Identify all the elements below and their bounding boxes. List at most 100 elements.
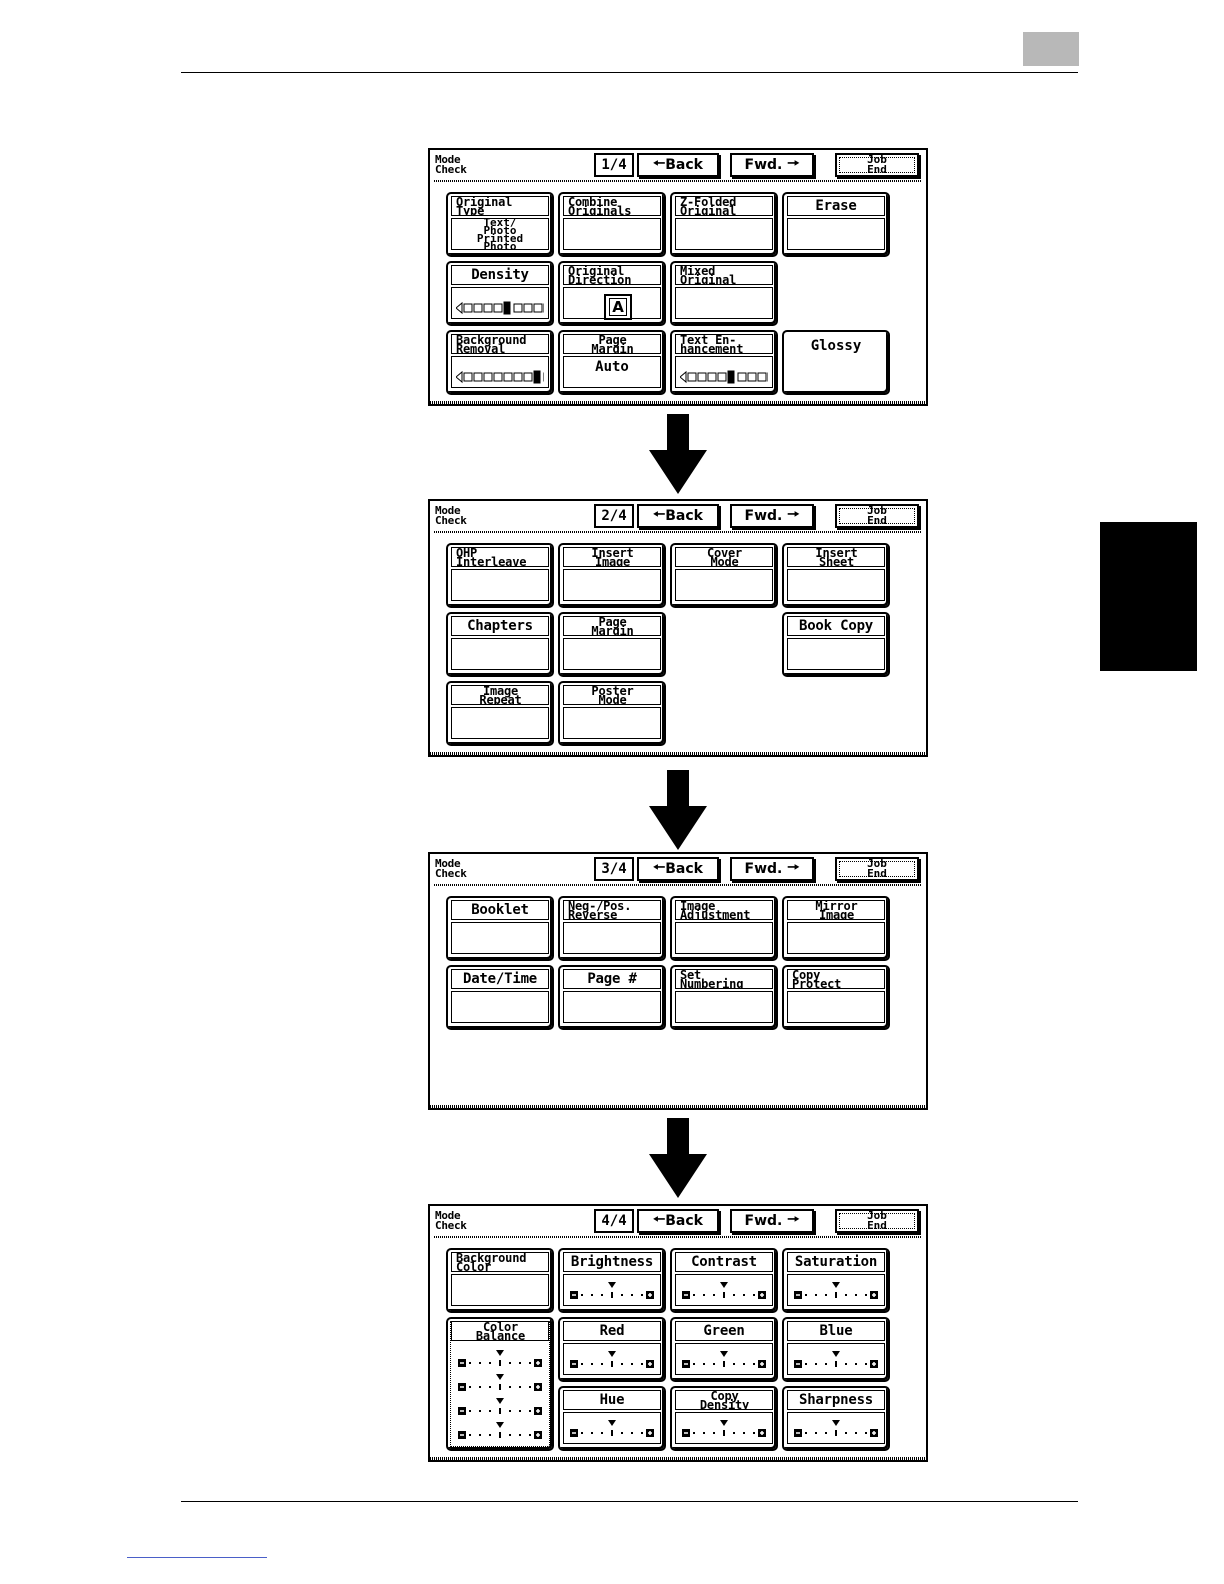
forward-button[interactable]: Fwd. 🠖 <box>730 857 814 881</box>
tile-saturation[interactable]: Saturation <box>782 1248 890 1313</box>
tile-label: Contrast <box>675 1252 773 1272</box>
tile-label: Chapters <box>451 616 549 636</box>
tile-brightness[interactable]: Brightness <box>558 1248 666 1313</box>
tile-value-box <box>787 218 885 250</box>
tile-label: Insert Sheet <box>787 547 885 567</box>
tile-text-enhancement[interactable]: Text En- hancement <box>670 330 778 395</box>
tile-label: Hue <box>563 1390 661 1410</box>
tile-value-box <box>675 569 773 601</box>
tile-mixed-original[interactable]: Mixed Original <box>670 261 778 326</box>
bottom-rule <box>181 1501 1078 1502</box>
tile-label: Color Balance <box>451 1321 549 1341</box>
forward-button[interactable]: Fwd. 🠖 <box>730 153 814 177</box>
screen-title: Mode Check <box>435 153 467 176</box>
tile-label: Insert Image <box>563 547 661 567</box>
tile-booklet[interactable]: Booklet <box>446 896 554 961</box>
tile-value-box <box>563 922 661 954</box>
tile-blue[interactable]: Blue <box>782 1317 890 1382</box>
tile-image-repeat[interactable]: Image Repeat <box>446 681 554 746</box>
tile-value-box <box>787 1274 885 1306</box>
tile-label: Combine Originals <box>563 196 661 216</box>
tile-value-box <box>675 1274 773 1306</box>
tile-combine-originals[interactable]: Combine Originals <box>558 192 666 257</box>
tile-set-numbering[interactable]: Set Numbering <box>670 965 778 1030</box>
header-divider <box>434 180 922 182</box>
tile-original-direction[interactable]: Original Direction A <box>558 261 666 326</box>
page-indicator: 1/4 <box>594 153 634 177</box>
tile-red[interactable]: Red <box>558 1317 666 1382</box>
tile-value-box <box>451 707 549 739</box>
tile-label: Background Color <box>451 1252 549 1272</box>
tile-label: Neg-/Pos. Reverse <box>563 900 661 920</box>
tile-copy-density[interactable]: Copy Density <box>670 1386 778 1451</box>
job-end-button[interactable]: Job End <box>835 857 919 881</box>
tile-book-copy[interactable]: Book Copy <box>782 612 890 677</box>
tile-value-box <box>675 1343 773 1375</box>
tile-color-balance[interactable]: Color Balance <box>446 1317 554 1451</box>
tile-value-box: Auto <box>563 356 661 388</box>
tile-label: Cover Mode <box>675 547 773 567</box>
tile-green[interactable]: Green <box>670 1317 778 1382</box>
tile-ohp-interleave[interactable]: OHP Interleave <box>446 543 554 608</box>
forward-button[interactable]: Fwd. 🠖 <box>730 1209 814 1233</box>
tile-label: Page Margin <box>563 334 661 354</box>
forward-button[interactable]: Fwd. 🠖 <box>730 504 814 528</box>
tile-label: OHP Interleave <box>451 547 549 567</box>
tile-label: Background Removal <box>451 334 549 354</box>
tile-background-color[interactable]: Background Color <box>446 1248 554 1313</box>
tile-glossy[interactable]: Glossy <box>782 330 890 395</box>
tile-insert-image[interactable]: Insert Image <box>558 543 666 608</box>
page-indicator: 2/4 <box>594 504 634 528</box>
tile-label: Date/Time <box>451 969 549 989</box>
tile-value-box <box>675 1412 773 1444</box>
screen-title: Mode Check <box>435 504 467 527</box>
back-button[interactable]: 🠔Back <box>637 1209 719 1233</box>
tile-date-time[interactable]: Date/Time <box>446 965 554 1030</box>
tile-page-margin[interactable]: Page Margin <box>558 612 666 677</box>
blue-level-bar <box>792 1350 880 1370</box>
job-end-button[interactable]: Job End <box>835 504 919 528</box>
tile-label: Set Numbering <box>675 969 773 989</box>
tile-cover-mode[interactable]: Cover Mode <box>670 543 778 608</box>
tile-hue[interactable]: Hue <box>558 1386 666 1451</box>
tile-label: Mixed Original <box>675 265 773 285</box>
back-button[interactable]: 🠔Back <box>637 153 719 177</box>
tile-poster-mode[interactable]: Poster Mode <box>558 681 666 746</box>
down-arrow-icon <box>649 770 707 850</box>
tile-sharpness[interactable]: Sharpness <box>782 1386 890 1451</box>
tile-original-type[interactable]: Original Type Text/ Photo Printed Photo <box>446 192 554 257</box>
tile-value-box <box>787 922 885 954</box>
tile-value-box <box>563 569 661 601</box>
color-balance-level-bar <box>455 1373 545 1393</box>
brightness-level-bar <box>568 1281 656 1301</box>
tile-label: Mirror Image <box>787 900 885 920</box>
job-end-button[interactable]: Job End <box>835 153 919 177</box>
tile-erase[interactable]: Erase <box>782 192 890 257</box>
job-end-button[interactable]: Job End <box>835 1209 919 1233</box>
chapter-tab-icon <box>1100 522 1197 671</box>
tile-value-box <box>675 218 773 250</box>
tile-value-box <box>563 991 661 1023</box>
tile-copy-protect[interactable]: Copy Protect <box>782 965 890 1030</box>
tile-label: Text En- hancement <box>675 334 773 354</box>
original-type-value: Text/ Photo Printed Photo <box>476 216 524 253</box>
back-button[interactable]: 🠔Back <box>637 504 719 528</box>
header-divider <box>434 884 922 886</box>
tile-mirror-image[interactable]: Mirror Image <box>782 896 890 961</box>
tile-density[interactable]: Density <box>446 261 554 326</box>
tile-neg-pos-reverse[interactable]: Neg-/Pos. Reverse <box>558 896 666 961</box>
tile-z-folded-original[interactable]: Z-Folded Original <box>670 192 778 257</box>
back-button-label: Back <box>665 1213 703 1229</box>
back-button[interactable]: 🠔Back <box>637 857 719 881</box>
down-arrow-icon <box>649 1118 707 1198</box>
mode-check-screen-3: Mode Check 3/4 🠔Back Fwd. 🠖 Job End Book… <box>428 852 928 1110</box>
tile-page-number[interactable]: Page # <box>558 965 666 1030</box>
tile-label: Sharpness <box>787 1390 885 1410</box>
tile-insert-sheet[interactable]: Insert Sheet <box>782 543 890 608</box>
tile-image-adjustment[interactable]: Image Adjustment <box>670 896 778 961</box>
tile-contrast[interactable]: Contrast <box>670 1248 778 1313</box>
tile-page-margin[interactable]: Page Margin Auto <box>558 330 666 395</box>
tile-background-removal[interactable]: Background Removal <box>446 330 554 395</box>
tile-chapters[interactable]: Chapters <box>446 612 554 677</box>
page-number-box-icon <box>1023 32 1079 66</box>
